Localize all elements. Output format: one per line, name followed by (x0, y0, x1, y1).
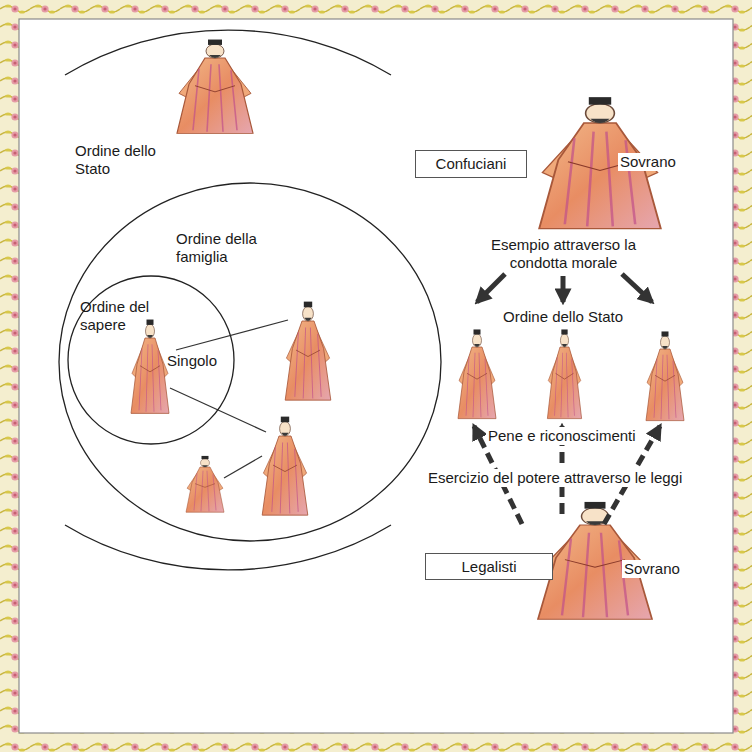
caption-label: Esercizio del potere attraverso le leggi (426, 469, 684, 487)
circle-title: Ordine dello Stato (75, 142, 159, 178)
circle-line (68, 276, 234, 444)
school-box: Legalisti (425, 553, 553, 580)
subject-figure (458, 329, 496, 418)
box-title: Confuciani (416, 155, 526, 173)
relation-line (176, 320, 288, 350)
subject-figure (547, 329, 581, 418)
subject-figure (646, 331, 684, 420)
woman-figure (285, 302, 331, 401)
role-label: Sovrano (622, 560, 682, 578)
order-circle: Ordine del sapereSingolo (67, 275, 235, 445)
circle-title: Ordine della famiglia (176, 230, 276, 266)
caption-label: Ordine dello Stato (501, 308, 625, 326)
caption-label: Pene e riconoscimenti (486, 427, 638, 445)
caption-label: Esempio attraverso la condotta morale (474, 236, 653, 272)
figure-name: Singolo (167, 352, 217, 370)
individual-figure (131, 320, 169, 414)
box-title: Legalisti (426, 558, 552, 576)
solid-arrow (622, 274, 652, 302)
school-box: Confuciani (415, 150, 527, 178)
child-figure (186, 456, 224, 512)
panel (19, 19, 733, 733)
solid-arrow (561, 276, 566, 302)
order-circle: Ordine della famigliaOrdine del sapereSi… (58, 182, 442, 542)
man-figure (262, 417, 308, 516)
circle-line (59, 183, 441, 541)
order-circle: Ordine dello StatoOrdine della famigliaO… (40, 25, 420, 580)
relation-line (224, 456, 262, 478)
role-label: Sovrano (618, 153, 678, 171)
solid-arrow (477, 274, 505, 302)
circle-arc (65, 30, 391, 570)
circle-title: Ordine del sapere (80, 298, 162, 334)
sovereign-figure (177, 40, 253, 134)
